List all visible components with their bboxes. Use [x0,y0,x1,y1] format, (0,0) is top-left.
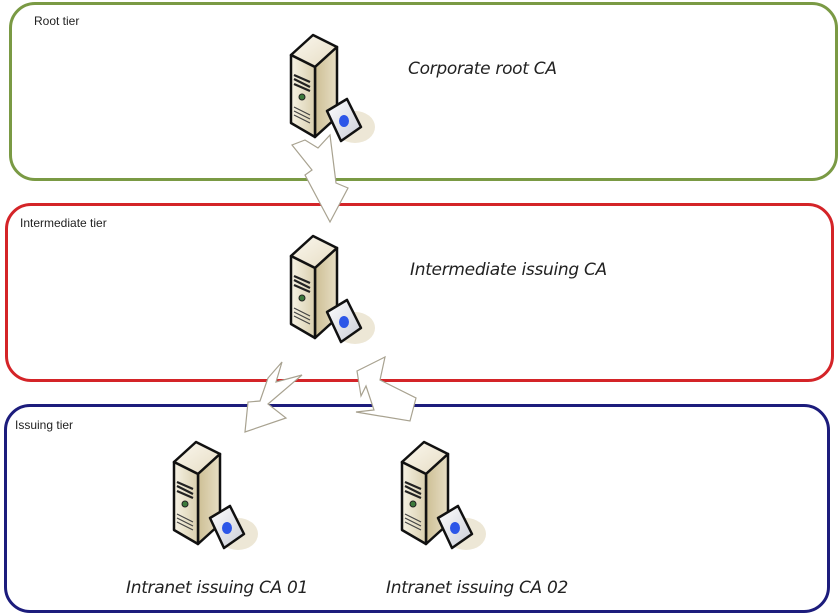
node-label-intranet-ca-02: Intranet issuing CA 02 [386,578,569,598]
server-certificate-icon [289,33,375,143]
arrow-intermediate-to-ca02 [355,355,417,422]
arrow-root-to-intermediate [291,133,349,224]
tier-label-issuing: Issuing tier [15,418,74,432]
tier-intermediate: Intermediate tier [5,203,834,382]
tier-label-intermediate: Intermediate tier [20,216,107,230]
node-label-intranet-ca-01: Intranet issuing CA 01 [126,578,309,598]
node-intranet-ca-01[interactable] [168,426,268,566]
tier-root: Root tier [9,2,838,181]
node-label-root-ca: Corporate root CA [408,59,557,79]
server-certificate-icon [172,440,258,550]
arrow-intermediate-to-ca01 [244,361,303,433]
server-certificate-icon [400,440,486,550]
server-certificate-icon [289,234,375,344]
node-root-ca[interactable] [285,19,385,159]
node-label-intermediate-ca: Intermediate issuing CA [410,260,607,280]
tier-label-root: Root tier [34,14,80,28]
node-intranet-ca-02[interactable] [396,426,496,566]
node-intermediate-ca[interactable] [285,220,385,360]
